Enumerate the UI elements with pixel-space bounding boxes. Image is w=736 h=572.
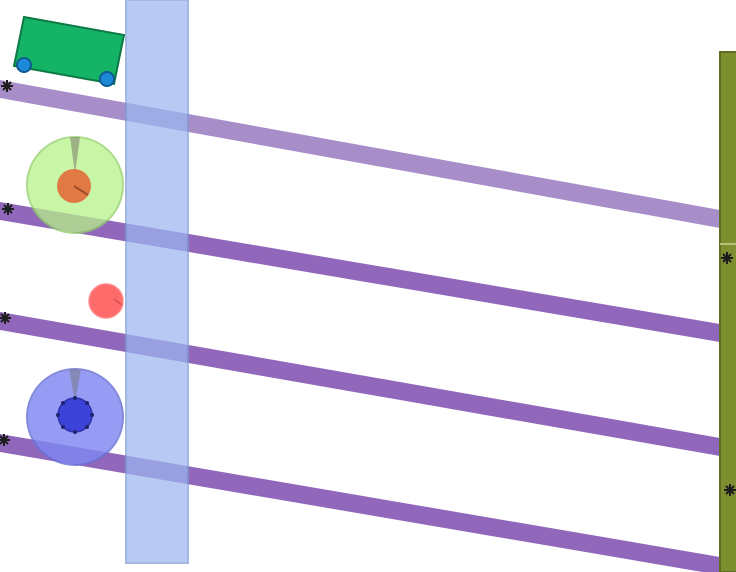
pivot-left-4[interactable] [0, 434, 10, 446]
blue-wheel-pointer [69, 369, 81, 402]
blue-hub-dot-6 [61, 425, 65, 429]
pivot-left-3[interactable] [0, 312, 11, 324]
blue-hub-dot-2 [85, 401, 89, 405]
blue-wheel[interactable] [26, 368, 124, 466]
blue-hub-dot-3 [90, 413, 94, 417]
blue-hub-dot-1 [73, 396, 77, 400]
pivots [0, 80, 736, 496]
cart-wheel-right [99, 71, 115, 87]
green-wheel[interactable] [26, 136, 124, 234]
green-wheel-pointer [70, 137, 80, 174]
water-column[interactable] [125, 0, 189, 564]
blue-hub-dot-8 [61, 401, 65, 405]
red-ball-body [88, 283, 124, 319]
blue-hub-dot-4 [85, 425, 89, 429]
pivot-right-2[interactable] [724, 484, 736, 496]
orange-hub-spoke [73, 185, 89, 196]
red-ball-marker [113, 298, 123, 306]
green-cart[interactable] [12, 15, 126, 87]
blue-hub-dot-7 [56, 413, 60, 417]
pivot-right-1[interactable] [721, 252, 733, 264]
pivot-left-1[interactable] [1, 80, 13, 92]
pivot-left-2[interactable] [2, 203, 14, 215]
cart-body [12, 15, 126, 86]
blue-hub-dot-5 [73, 430, 77, 434]
right-wall[interactable] [719, 51, 736, 572]
cart-wheel-left [16, 57, 32, 73]
red-ball[interactable] [88, 283, 124, 319]
right-wall-group [719, 51, 736, 572]
